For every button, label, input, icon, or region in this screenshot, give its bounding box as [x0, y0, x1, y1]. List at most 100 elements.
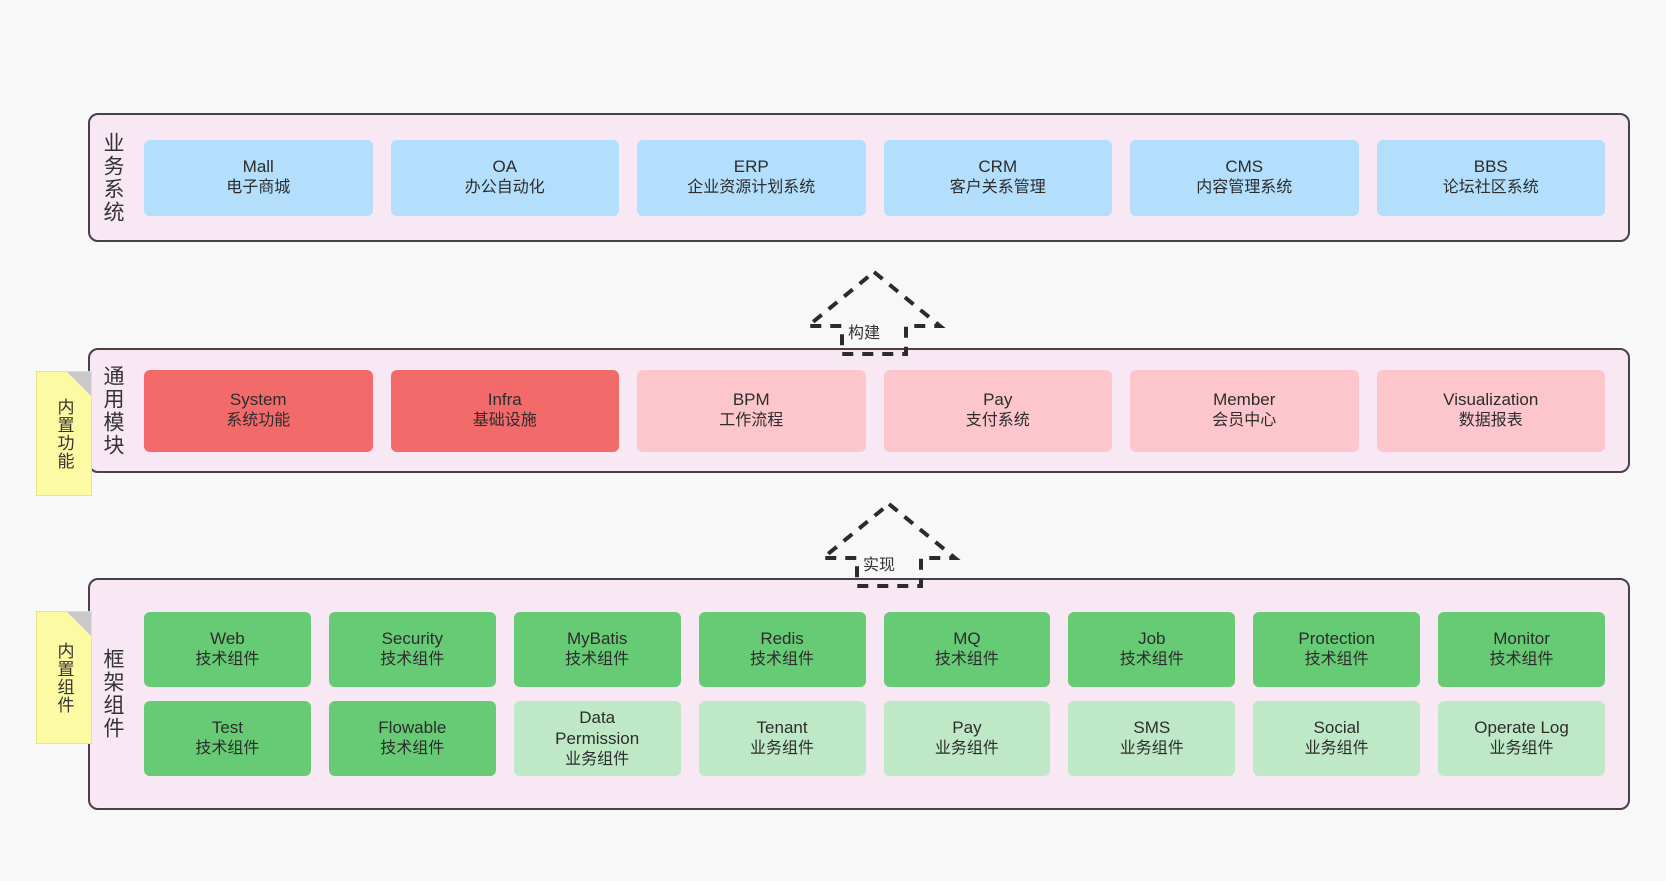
card-title-en: Web: [210, 629, 245, 649]
card-title-en: Redis: [760, 629, 804, 649]
card-title-cn: 技术组件: [380, 651, 445, 669]
layer-caption-common-modules: 通用模块: [101, 364, 124, 457]
card-title-cn: 论坛社区系统: [1442, 179, 1539, 197]
layer-framework-components[interactable]: 框架组件 Web 技术组件 Security 技术组件 MyBatis 技术组件…: [88, 578, 1630, 810]
card-title-en: Member: [1213, 390, 1276, 410]
card-title-cn: 办公自动化: [464, 179, 545, 197]
card-title-cn: 基础设施: [472, 412, 537, 430]
card-title-en: Job: [1138, 629, 1166, 649]
card-title-en: Infra: [487, 390, 522, 410]
card-title-en: SMS: [1133, 718, 1171, 738]
card-tenant[interactable]: Tenant 业务组件: [698, 701, 866, 776]
card-title-cn: 系统功能: [226, 412, 291, 430]
card-title-en: Data Permission: [555, 707, 640, 749]
dashed-hollow-arrow-up-icon: [802, 269, 946, 356]
card-erp[interactable]: ERP 企业资源计划系统: [637, 139, 866, 216]
card-title-en: CMS: [1225, 157, 1264, 177]
card-monitor[interactable]: Monitor 技术组件: [1438, 612, 1605, 687]
card-job[interactable]: Job 技术组件: [1068, 612, 1236, 687]
card-oa[interactable]: OA 办公自动化: [390, 139, 619, 216]
card-bpm[interactable]: BPM 工作流程: [637, 369, 866, 452]
card-title-cn: 内容管理系统: [1196, 179, 1293, 197]
card-pay[interactable]: Pay 支付系统: [883, 369, 1112, 452]
card-bbs[interactable]: BBS 论坛社区系统: [1376, 139, 1605, 216]
card-title-cn: 技术组件: [1119, 651, 1184, 669]
framework-row-business: Test 技术组件 Flowable 技术组件 Data Permission …: [135, 701, 1614, 776]
card-title-en: Tenant: [756, 718, 808, 738]
card-cms[interactable]: CMS 内容管理系统: [1130, 139, 1359, 216]
card-title-cn: 业务组件: [565, 751, 630, 769]
layer-body-framework-components: Web 技术组件 Security 技术组件 MyBatis 技术组件 Redi…: [131, 580, 1628, 808]
connector-build: 构建: [800, 268, 948, 356]
card-title-en: Operate Log: [1474, 718, 1569, 738]
card-system[interactable]: System 系统功能: [144, 369, 373, 452]
card-title-cn: 支付系统: [965, 412, 1030, 430]
connector-implement: 实现: [815, 500, 963, 588]
card-title-en: OA: [492, 157, 518, 177]
card-social[interactable]: Social 业务组件: [1253, 701, 1421, 776]
layer-common-modules[interactable]: 通用模块 System 系统功能 Infra 基础设施 BPM 工作流程 Pay…: [88, 348, 1630, 473]
page-fold-icon: [67, 372, 91, 396]
card-title-cn: 业务组件: [1119, 740, 1184, 758]
card-title-en: BPM: [732, 390, 770, 410]
card-operate-log[interactable]: Operate Log 业务组件: [1438, 701, 1605, 776]
card-title-cn: 业务组件: [750, 740, 815, 758]
layer-caption-framework-components: 框架组件: [101, 648, 124, 740]
sticky-note-builtin-features: 内置功能: [36, 371, 92, 496]
card-title-en: Mall: [242, 157, 274, 177]
card-data-permission[interactable]: Data Permission 业务组件: [513, 701, 681, 776]
card-test[interactable]: Test 技术组件: [144, 701, 311, 776]
card-title-cn: 技术组件: [195, 651, 260, 669]
card-mq[interactable]: MQ 技术组件: [883, 612, 1051, 687]
layer-caption-business-systems: 业务系统: [101, 131, 124, 224]
card-title-cn: 业务组件: [934, 740, 999, 758]
dashed-hollow-arrow-up-icon: [817, 501, 961, 588]
card-protection[interactable]: Protection 技术组件: [1253, 612, 1421, 687]
card-flowable[interactable]: Flowable 技术组件: [328, 701, 496, 776]
card-title-cn: 业务组件: [1304, 740, 1369, 758]
sticky-note-text: 内置组件: [54, 641, 74, 714]
card-title-en: Pay: [983, 390, 1013, 410]
card-web[interactable]: Web 技术组件: [144, 612, 311, 687]
card-redis[interactable]: Redis 技术组件: [698, 612, 866, 687]
card-infra[interactable]: Infra 基础设施: [390, 369, 619, 452]
card-title-cn: 企业资源计划系统: [687, 179, 816, 197]
card-title-en: System: [229, 390, 287, 410]
card-title-cn: 客户关系管理: [949, 179, 1046, 197]
card-sms[interactable]: SMS 业务组件: [1068, 701, 1236, 776]
card-title-en: Visualization: [1443, 390, 1539, 410]
layer-body-common-modules: System 系统功能 Infra 基础设施 BPM 工作流程 Pay 支付系统…: [131, 350, 1628, 471]
layer-business-systems[interactable]: 业务系统 Mall 电子商城 OA 办公自动化 ERP 企业资源计划系统 CRM…: [88, 113, 1630, 242]
card-security[interactable]: Security 技术组件: [328, 612, 496, 687]
card-title-en: Security: [381, 629, 444, 649]
card-member[interactable]: Member 会员中心: [1130, 369, 1359, 452]
framework-row-technical: Web 技术组件 Security 技术组件 MyBatis 技术组件 Redi…: [135, 612, 1614, 687]
connector-label-build: 构建: [848, 325, 881, 342]
card-title-cn: 工作流程: [719, 412, 784, 430]
card-title-en: Test: [211, 718, 244, 738]
card-crm[interactable]: CRM 客户关系管理: [883, 139, 1112, 216]
page-fold-icon: [67, 612, 91, 636]
card-title-cn: 技术组件: [565, 651, 630, 669]
card-title-en: CRM: [978, 157, 1018, 177]
card-title-cn: 业务组件: [1489, 740, 1554, 758]
card-title-en: Pay: [952, 718, 982, 738]
card-title-cn: 技术组件: [1489, 651, 1554, 669]
card-mall[interactable]: Mall 电子商城: [144, 139, 373, 216]
card-title-cn: 数据报表: [1458, 412, 1523, 430]
card-title-en: BBS: [1473, 157, 1508, 177]
card-mybatis[interactable]: MyBatis 技术组件: [513, 612, 681, 687]
card-visualization[interactable]: Visualization 数据报表: [1376, 369, 1605, 452]
card-pay-component[interactable]: Pay 业务组件: [883, 701, 1051, 776]
layer-body-business-systems: Mall 电子商城 OA 办公自动化 ERP 企业资源计划系统 CRM 客户关系…: [131, 115, 1628, 240]
card-title-en: MQ: [953, 629, 981, 649]
card-title-cn: 技术组件: [195, 740, 260, 758]
sticky-note-builtin-components: 内置组件: [36, 611, 92, 744]
card-title-en: Monitor: [1493, 629, 1550, 649]
card-title-cn: 技术组件: [1304, 651, 1369, 669]
card-title-en: MyBatis: [566, 629, 628, 649]
card-title-cn: 技术组件: [380, 740, 445, 758]
card-title-en: Protection: [1298, 629, 1375, 649]
card-title-en: Flowable: [378, 718, 447, 738]
